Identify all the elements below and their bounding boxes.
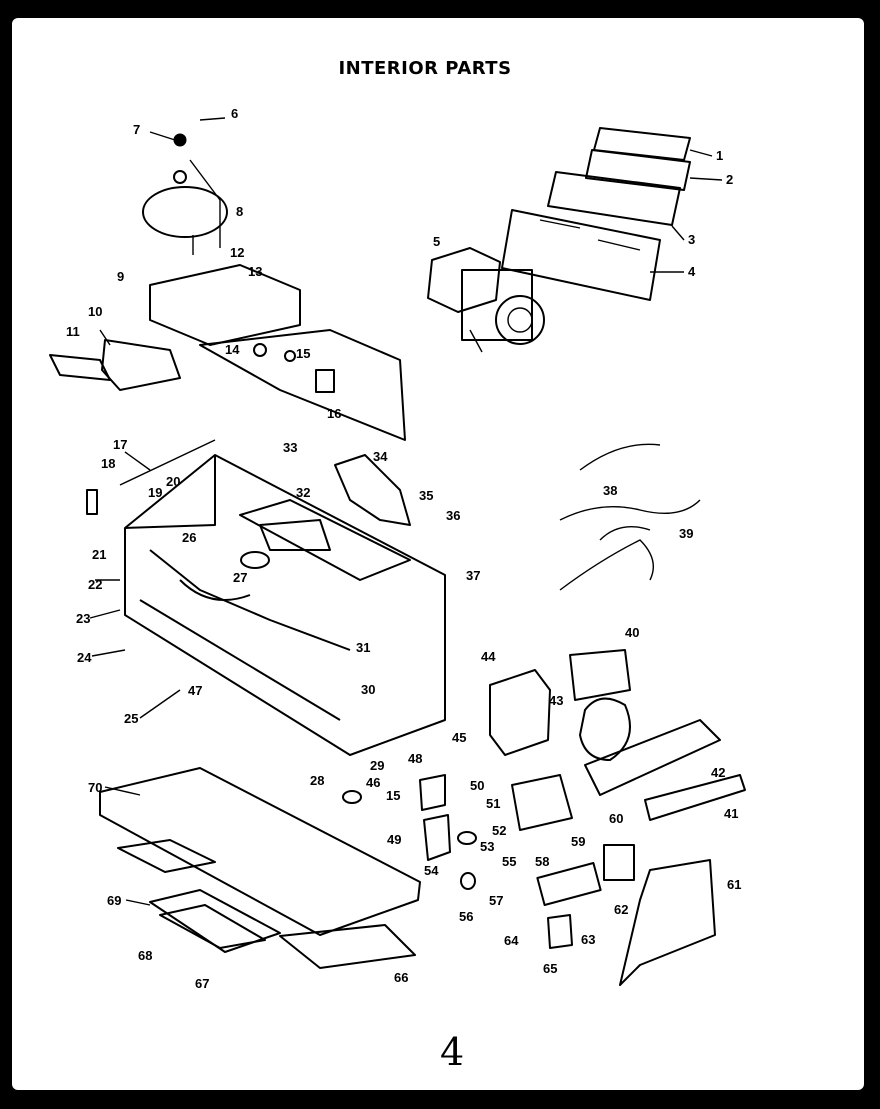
part-label: 19 [148, 485, 162, 500]
small-parts [342, 774, 635, 949]
part-label: 53 [480, 839, 494, 854]
part-label: 48 [408, 751, 422, 766]
fan-assembly [569, 649, 746, 821]
part-label: 37 [466, 568, 480, 583]
part-label: 23 [76, 611, 90, 626]
part-label: 33 [283, 440, 297, 455]
part-labels: 1 2 3 4 5 6 7 8 9 10 11 12 13 14 15 16 1… [66, 106, 741, 991]
capacitor [511, 774, 573, 831]
part-label: 54 [424, 863, 439, 878]
part-label: 13 [248, 264, 262, 279]
part-label: 57 [489, 893, 503, 908]
leader-lines [89, 131, 723, 906]
part-label: 34 [373, 449, 388, 464]
part-label: 46 [366, 775, 380, 790]
part-label: 45 [452, 730, 466, 745]
page-number: 4 [440, 1030, 465, 1074]
part-label: 15 [296, 346, 310, 361]
part-label: 27 [233, 570, 247, 585]
part-label: 36 [446, 508, 460, 523]
part-label: 58 [535, 854, 549, 869]
bracket-35 [334, 454, 411, 526]
part-label: 35 [419, 488, 433, 503]
part-label: 60 [609, 811, 623, 826]
part-label: 40 [625, 625, 639, 640]
upper-chassis [49, 264, 406, 441]
part-label: 55 [502, 854, 516, 869]
part-label: 1 [716, 148, 723, 163]
part-label: 38 [603, 483, 617, 498]
part-label: 63 [581, 932, 595, 947]
part-label: 39 [679, 526, 693, 541]
part-label: 68 [138, 948, 152, 963]
turntable-assembly [142, 117, 228, 255]
top-panels [501, 127, 691, 301]
part-label: 49 [387, 832, 401, 847]
part-label: 16 [327, 406, 341, 421]
part-label: 51 [486, 796, 500, 811]
part-label: 5 [433, 234, 440, 249]
part-label: 6 [231, 106, 238, 121]
part-label: 67 [195, 976, 209, 991]
magnetron [427, 247, 545, 353]
part-label: 7 [133, 122, 140, 137]
part-label: 64 [504, 933, 519, 948]
part-label: 52 [492, 823, 506, 838]
part-label: 11 [66, 324, 80, 339]
part-label: 22 [88, 577, 102, 592]
part-label: 26 [182, 530, 196, 545]
part-label: 61 [727, 877, 741, 892]
page-title: INTERIOR PARTS [338, 58, 512, 79]
part-label: 47 [188, 683, 202, 698]
oven-cavity [86, 439, 446, 756]
part-label: 41 [724, 806, 738, 821]
part-label: 4 [688, 264, 696, 279]
part-label: 56 [459, 909, 473, 924]
part-label: 50 [470, 778, 484, 793]
part-label: 17 [113, 437, 127, 452]
part-label: 21 [92, 547, 106, 562]
part-label: 32 [296, 485, 310, 500]
part-label: 18 [101, 456, 115, 471]
part-label: 10 [88, 304, 102, 319]
transformer [489, 669, 551, 756]
part-label: 70 [88, 780, 102, 795]
part-label: 14 [225, 342, 240, 357]
part-label: 25 [124, 711, 138, 726]
part-label: 15 [386, 788, 400, 803]
part-label: 9 [117, 269, 124, 284]
part-label: 28 [310, 773, 324, 788]
part-label: 3 [688, 232, 695, 247]
part-label: 65 [543, 961, 557, 976]
part-label: 2 [726, 172, 733, 187]
side-panel [619, 859, 716, 986]
part-label: 30 [361, 682, 375, 697]
part-label: 42 [711, 765, 725, 780]
part-label: 62 [614, 902, 628, 917]
bottom-plates [99, 767, 421, 969]
part-label: 31 [356, 640, 370, 655]
part-label: 8 [236, 204, 243, 219]
part-label: 43 [549, 693, 563, 708]
part-label: 44 [481, 649, 496, 664]
part-label: 12 [230, 245, 244, 260]
part-label: 24 [77, 650, 92, 665]
part-label: 20 [166, 474, 180, 489]
part-label: 59 [571, 834, 585, 849]
part-label: 66 [394, 970, 408, 985]
wire-harness [559, 443, 701, 591]
part-label: 29 [370, 758, 384, 773]
part-label: 69 [107, 893, 121, 908]
